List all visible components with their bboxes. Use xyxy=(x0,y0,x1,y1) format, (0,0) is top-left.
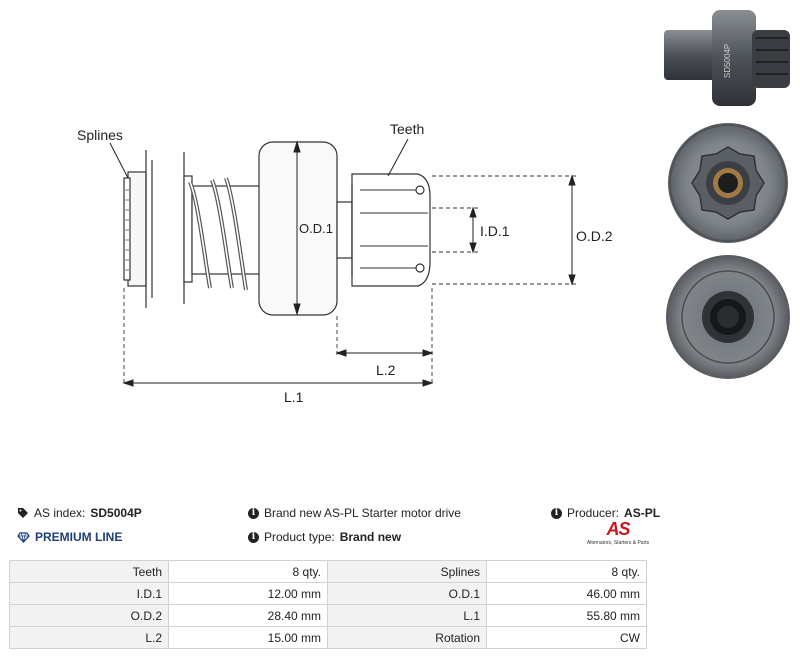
producer-row: i Producer: AS-PL xyxy=(551,506,660,520)
description-text: Brand new AS-PL Starter motor drive xyxy=(264,506,461,520)
spec-value: 28.40 mm xyxy=(168,604,328,627)
spec-label: I.D.1 xyxy=(9,582,169,605)
technical-drawing: Splines Teeth O.D.1 I.D.1 O.D.2 L.2 L.1 xyxy=(77,121,613,405)
product-photo-side: SD5004P xyxy=(664,10,790,106)
pinion xyxy=(351,173,431,287)
product-type-row: i Product type: Brand new xyxy=(248,530,401,544)
as-index-label: AS index: xyxy=(34,506,86,520)
tag-icon xyxy=(18,508,28,518)
table-row: O.D.2 28.40 mm L.1 55.80 mm xyxy=(9,604,647,627)
teeth-label: Teeth xyxy=(390,121,424,137)
premium-line-row: PREMIUM LINE xyxy=(17,530,122,544)
as-index-value: SD5004P xyxy=(90,506,142,520)
l1-label: L.1 xyxy=(284,389,304,405)
spec-value: CW xyxy=(486,626,647,649)
l2-label: L.2 xyxy=(376,362,396,378)
spec-table: Teeth 8 qty. Splines 8 qty. I.D.1 12.00 … xyxy=(9,560,647,649)
od1-label: O.D.1 xyxy=(299,221,333,236)
spec-label: Teeth xyxy=(9,560,169,583)
spec-value: 12.00 mm xyxy=(168,582,328,605)
table-row: Teeth 8 qty. Splines 8 qty. xyxy=(9,560,647,583)
product-type-value: Brand new xyxy=(339,530,402,544)
info-icon: i xyxy=(248,507,259,519)
spec-label: L.2 xyxy=(9,626,169,649)
spec-value: 8 qty. xyxy=(486,560,647,583)
producer-label: Producer: xyxy=(567,506,620,520)
premium-line-label: PREMIUM LINE xyxy=(35,530,123,544)
splines-label: Splines xyxy=(77,127,123,143)
spec-label: O.D.2 xyxy=(9,604,169,627)
description-row: i Brand new AS-PL Starter motor drive xyxy=(248,506,461,520)
logo-mark: AS xyxy=(606,519,630,539)
info-icon: i xyxy=(551,507,562,519)
spec-value: 55.80 mm xyxy=(486,604,647,627)
diamond-icon xyxy=(17,531,30,543)
spec-label: O.D.1 xyxy=(327,582,487,605)
spec-label: Splines xyxy=(327,560,487,583)
table-row: L.2 15.00 mm Rotation CW xyxy=(9,626,647,649)
spec-label: L.1 xyxy=(327,604,487,627)
as-pl-logo: AS Alternators, Starters & Parts xyxy=(586,520,650,546)
product-photo-front xyxy=(668,123,788,243)
as-index-row: AS index: SD5004P xyxy=(17,506,142,520)
spec-value: 15.00 mm xyxy=(168,626,328,649)
od2-label: O.D.2 xyxy=(576,228,613,244)
flange xyxy=(127,171,147,287)
product-photo-back xyxy=(666,255,790,379)
spec-label: Rotation xyxy=(327,626,487,649)
spec-value: 8 qty. xyxy=(168,560,328,583)
product-type-label: Product type: xyxy=(264,530,335,544)
info-icon: i xyxy=(248,531,259,543)
spec-value: 46.00 mm xyxy=(486,582,647,605)
svg-text:SD5004P: SD5004P xyxy=(723,44,732,78)
producer-value: AS-PL xyxy=(624,506,661,520)
table-row: I.D.1 12.00 mm O.D.1 46.00 mm xyxy=(9,582,647,605)
logo-tagline: Alternators, Starters & Parts xyxy=(586,540,650,546)
id1-label: I.D.1 xyxy=(480,223,510,239)
